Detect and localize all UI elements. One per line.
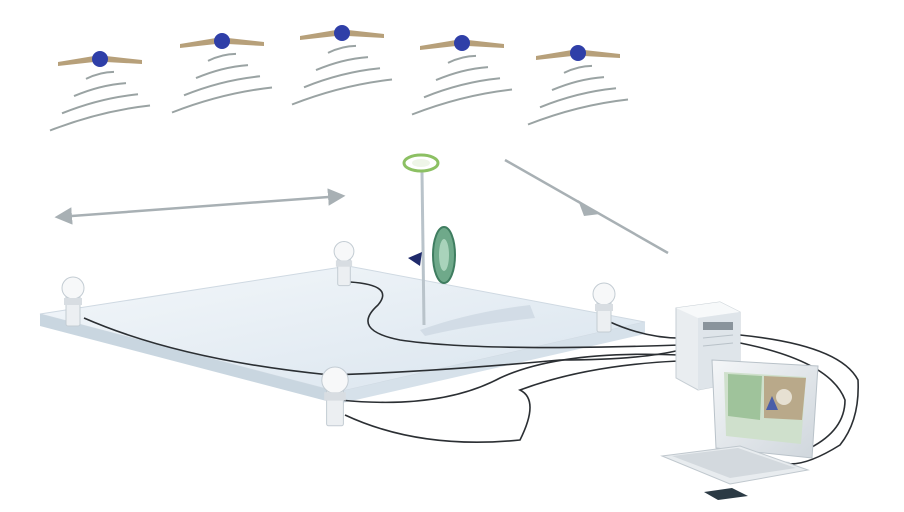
satellite-body [334,25,350,41]
satellite-body [214,33,230,49]
solar-panel [180,38,264,48]
signal-wave [563,64,593,74]
solar-panel [536,50,620,60]
signal-wave [315,56,369,72]
solar-panel [420,40,504,50]
signal-wave [435,66,489,82]
signal-wave [539,87,617,109]
signal-wave [171,86,273,114]
satellite-4 [411,35,513,116]
signal-wave [207,52,237,62]
satellite-5 [527,45,629,126]
keyboard [660,445,810,485]
signal-wave [551,76,605,92]
signal-wave [303,67,381,89]
span-arrow [54,188,346,225]
signal-wave [73,82,127,98]
ground-receivers [61,241,616,427]
signal-wave [411,88,513,116]
receiver-front [321,366,349,427]
satellite-3 [291,25,393,106]
signal-wave [327,44,357,54]
satellite-1 [49,51,151,132]
receiver-back [333,241,355,287]
workstation-monitor [711,359,819,470]
satellite-body [454,35,470,51]
signal-wave [423,77,501,99]
solar-panel [300,30,384,40]
cable-bundle [83,281,859,465]
signal-wave [447,54,477,64]
solar-panel [58,56,142,66]
signal-wave [195,64,249,80]
satellite-constellation [49,25,629,132]
satellite-body [570,45,586,61]
signal-wave [61,93,139,115]
signal-wave [85,70,115,80]
signal-wave [183,75,261,97]
signal-wave [527,98,629,126]
reference-antenna [402,153,456,326]
receiver-right [592,282,616,333]
satellite-2 [171,33,273,114]
signal-wave [49,104,151,132]
receiver-left [61,276,85,327]
satellite-body [92,51,108,67]
signal-arrow [504,158,669,255]
signal-wave [291,78,393,106]
test-platform [39,265,646,404]
mouse-pad [704,488,748,500]
antenna-ring [402,153,440,173]
